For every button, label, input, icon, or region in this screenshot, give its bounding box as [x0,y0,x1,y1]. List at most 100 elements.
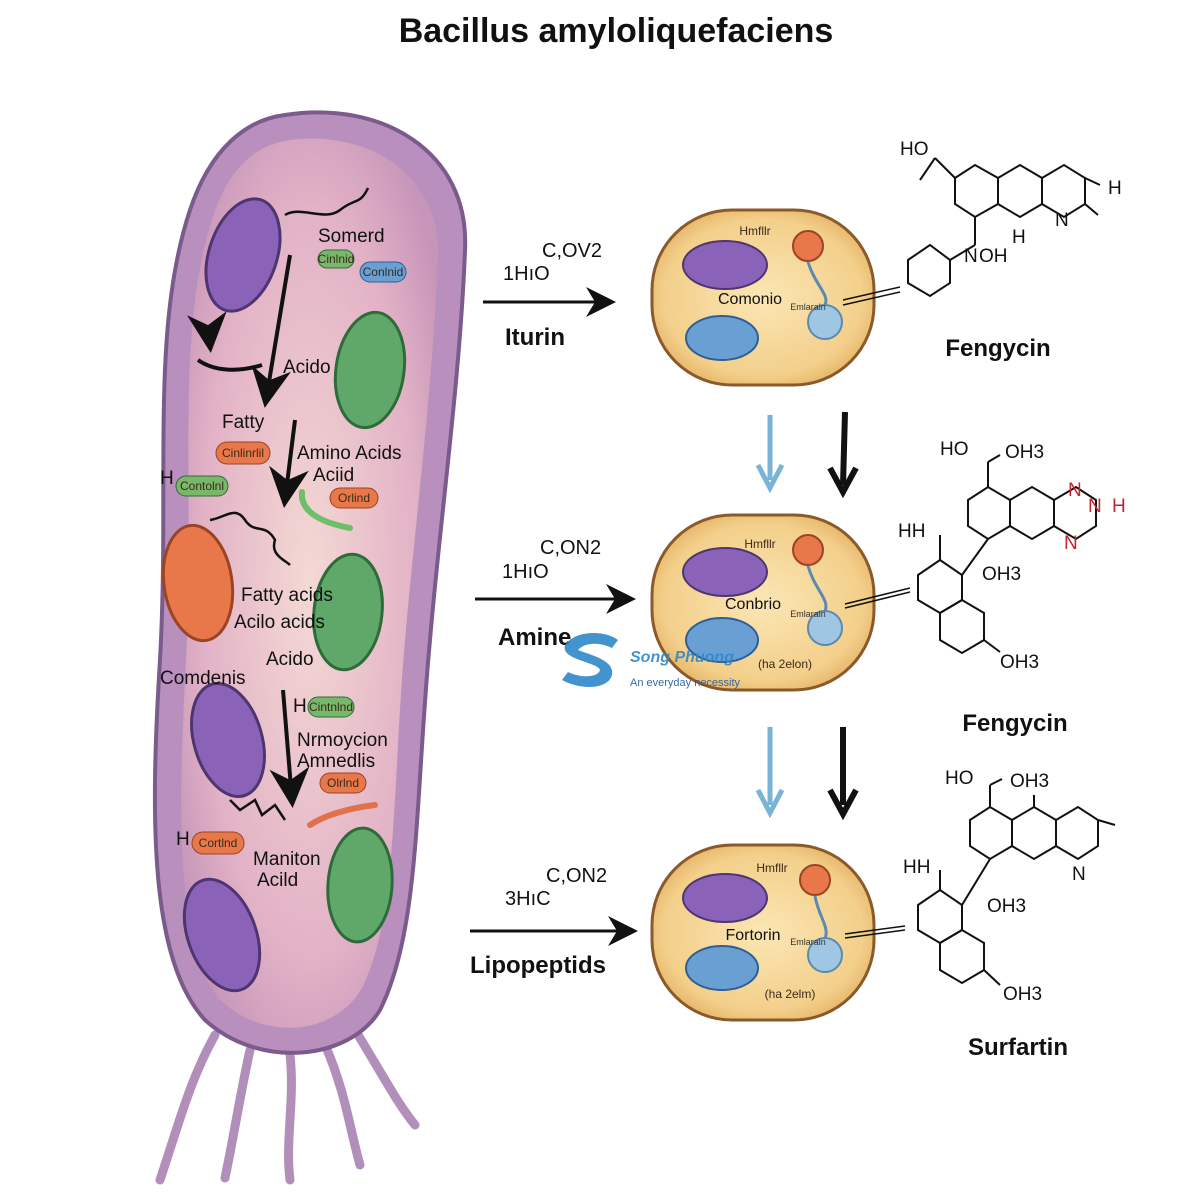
tag-green-2: Contolnl [175,475,229,497]
purple-organelle-1 [204,197,282,313]
connectors [842,286,911,939]
label-acido-top: Acido [283,357,331,378]
tag-blue-1: Conlnid [359,261,407,283]
tag-green-1: Cinlnid [317,249,355,269]
tag-orange-2: Orlind [329,487,379,509]
green-organelle-3 [326,826,394,944]
svg-text:Conlnid: Conlnid [363,265,404,279]
pathway-3-label: Lipopeptids [470,952,606,979]
pathway-2-formula-2: 1HıO [502,561,549,583]
svg-text:N: N [1072,864,1086,885]
pathway-2-label: Amine [498,624,571,651]
pathway-1: C,OV2 1HıO Iturin [483,240,616,351]
mini-cell-2-bottom: (ha 2elon) [758,657,812,671]
label-fatty: Fatty [222,412,265,433]
svg-text:N: N [1064,533,1078,554]
mini-cell-1-top: Hmfllr [739,224,770,238]
mini-cell-1-center: Comonio [718,291,782,308]
pathway-1-formula-1: C,OV2 [542,240,602,262]
molecule-1-atoms: HO H H N N OH [900,139,1122,267]
tag-orange-3: Olrlnd [319,772,367,794]
label-h-3: H [176,829,190,850]
label-h-1: H [160,468,174,489]
molecule-2-name: Fengycin [962,710,1067,737]
svg-text:Orlind: Orlind [338,491,370,505]
label-amino-acids: Amino Acids [297,443,402,464]
mini-cell-2-center: Conbrio [725,596,781,613]
mini-cell-1: Hmfllr Comonio Emlaraln [650,208,876,387]
label-acild: Acild [257,870,298,891]
diagram-title: Bacillus amyloliquefaciens [399,12,834,50]
molecule-1 [907,157,1101,298]
svg-text:HO: HO [940,439,969,460]
molecule-2-atoms: HO OH3 HH OH3 OH3 N N H N [898,439,1126,673]
svg-text:Cinlinrlil: Cinlinrlil [222,446,264,460]
svg-text:OH3: OH3 [1000,652,1039,673]
mini-cell-3-side: Emlaraln [790,937,826,947]
molecule-1-name: Fengycin [945,335,1050,362]
flagella [155,1020,420,1185]
pathway-1-formula-2: 1HıO [503,263,550,285]
mini-cell-3-bottom: (ha 2elm) [765,987,816,1001]
mini-cell-3: Hmfllr Fortorin Emlaraln (ha 2elm) [650,843,876,1022]
svg-text:Contolnl: Contolnl [180,479,224,493]
mini-cell-3-center: Fortorin [725,927,780,944]
svg-text:N: N [1088,496,1102,517]
svg-text:OH3: OH3 [1003,984,1042,1005]
flow-arrows [755,411,859,821]
tag-green-3: Cintnlnd [307,696,355,718]
molecule-3-atoms: HO OH3 HH OH3 OH3 N [903,768,1086,1005]
mini-cell-1-side: Emlaraln [790,302,826,312]
svg-text:Olrlnd: Olrlnd [327,776,359,790]
label-amnedlis: Amnedlis [297,751,375,772]
internal-arrows [186,254,310,808]
svg-text:HH: HH [898,521,925,542]
svg-text:H: H [1112,496,1126,517]
svg-text:HO: HO [900,139,929,160]
tag-orange-4: Cortlnd [191,831,245,855]
svg-text:Cortlnd: Cortlnd [199,836,238,850]
mini-cell-2: Hmfllr Conbrio Emlaraln (ha 2elon) [650,513,876,692]
svg-text:OH3: OH3 [1010,771,1049,792]
purple-organelle-3 [182,877,262,993]
bacterium-cell: Cinlnid Conlnid Cinlinrlil Contolnl Orli… [152,110,468,1185]
green-organelle-2 [312,552,384,672]
svg-text:H: H [1108,178,1122,199]
pathway-3: C,ON2 3HıC Lipopeptids [470,865,638,979]
svg-text:OH3: OH3 [982,564,1021,585]
label-somerd: Somerd [318,226,385,247]
label-acido-mid: Acido [266,649,314,670]
molecule-3-name: Surfartin [968,1034,1068,1061]
label-fatty-acids: Fatty acids [241,585,333,606]
label-maniton: Maniton [253,849,321,870]
svg-text:Cinlnid: Cinlnid [318,252,355,266]
label-comdenis: Comdenis [160,668,246,689]
pathway-3-formula-2: 3HıC [505,888,551,910]
label-h-2: H [293,696,307,717]
pathway-2-formula-1: C,ON2 [540,537,601,559]
pathway-2: C,ON2 1HıO Amine [475,537,636,651]
svg-text:N: N [1055,210,1069,231]
pathway-3-formula-1: C,ON2 [546,865,607,887]
label-acilo-acids: Acilo acids [234,612,325,633]
purple-organelle-2 [190,681,266,799]
svg-text:OH3: OH3 [987,896,1026,917]
orange-strand [307,802,378,828]
watermark-tagline: An everyday necessity [630,677,741,689]
molecule-2 [917,454,1097,655]
orange-organelle-1 [161,523,235,643]
svg-text:OH: OH [979,246,1008,267]
watermark-logo: Song Phuong An everyday necessity [562,633,741,689]
svg-text:Cintnlnd: Cintnlnd [309,700,353,714]
svg-text:N: N [1068,480,1082,501]
mini-cell-2-side: Emlaraln [790,609,826,619]
molecule-3 [917,778,1116,986]
svg-text:H: H [1012,227,1026,248]
pathway-1-label: Iturin [505,324,565,351]
label-aciid: Aciid [313,465,354,486]
svg-text:OH3: OH3 [1005,442,1044,463]
watermark-brand: Song Phuong [630,649,734,666]
green-organelle-1 [333,310,407,430]
mini-cell-3-top: Hmfllr [756,861,787,875]
